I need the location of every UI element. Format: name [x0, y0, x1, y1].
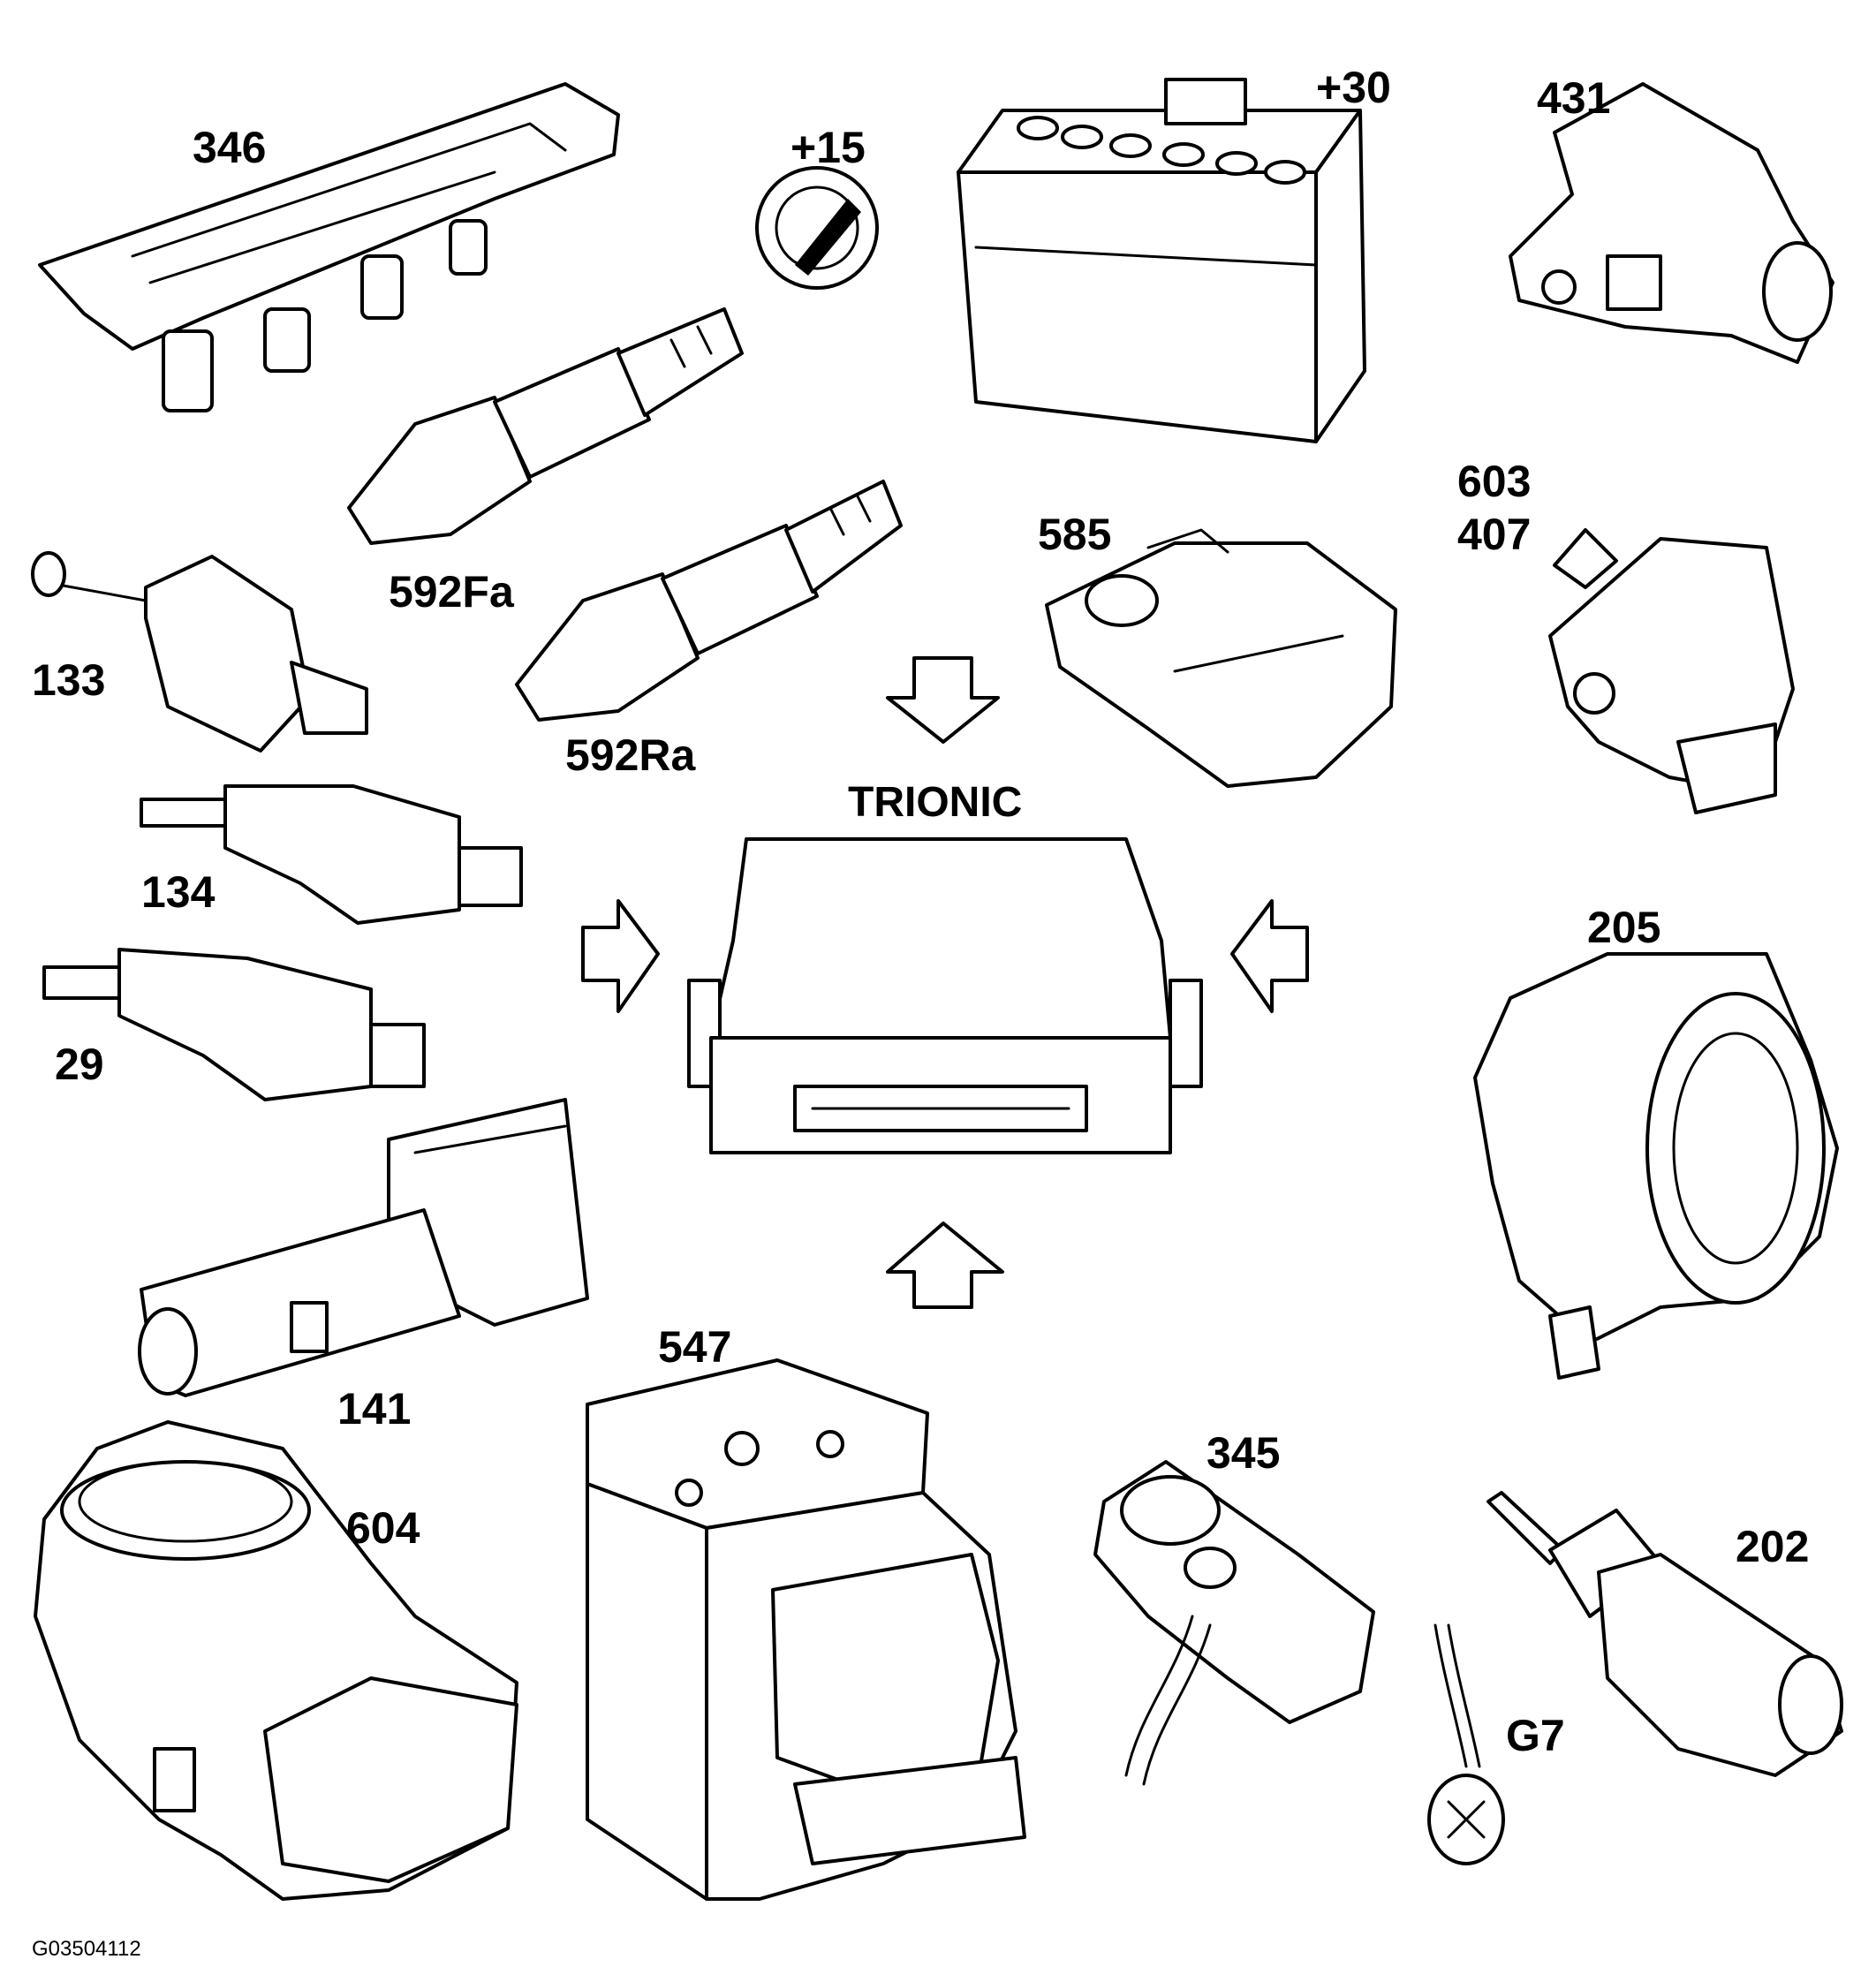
ground-point-icon [1427, 1623, 1505, 1865]
ignition-cassette-icon [38, 82, 620, 412]
component-label-585: 585 [1038, 510, 1112, 559]
figure-reference-code: G03504112 [32, 1937, 141, 1961]
ignition-switch-icon [755, 166, 879, 290]
battery-icon [957, 78, 1366, 443]
throttle-position-sensor-icon [1548, 528, 1795, 814]
component-label-547: 547 [658, 1322, 732, 1372]
throttle-body-icon [34, 1420, 518, 1901]
component-label-133: 133 [32, 655, 106, 705]
component-label-431: 431 [1537, 73, 1611, 123]
component-label-29: 29 [55, 1040, 104, 1089]
component-label-407: 407 [1457, 510, 1532, 559]
component-label-346: 346 [193, 123, 267, 172]
component-label-134: 134 [141, 867, 216, 917]
ecu-label: TRIONIC [848, 779, 1023, 826]
abs-control-unit-icon [586, 1358, 1026, 1901]
arrow-left-icon [581, 899, 660, 1013]
cruise-control-stalk-icon [138, 1098, 589, 1397]
component-label-202: 202 [1736, 1522, 1810, 1571]
oxygen-sensor-rear-icon [515, 480, 903, 722]
component-label-plus15: +15 [790, 123, 866, 172]
crankshaft-sensor-icon [1093, 1460, 1375, 1786]
brake-light-switch-icon [31, 551, 368, 753]
arrow-top-icon [886, 656, 1000, 744]
map-sensor-icon [1045, 528, 1397, 788]
coolant-temp-sensor-icon [1486, 1491, 1843, 1777]
component-label-603: 603 [1457, 457, 1532, 506]
mass-air-flow-icon [1473, 952, 1839, 1380]
component-label-592fa: 592Fa [389, 567, 514, 617]
arrow-right-icon [1230, 899, 1309, 1013]
arrow-bottom-icon [886, 1222, 1004, 1309]
pressure-sensor-icon [1509, 82, 1834, 364]
component-label-205: 205 [1587, 903, 1661, 952]
component-label-141: 141 [337, 1384, 412, 1434]
oxygen-sensor-front-icon [347, 307, 744, 545]
component-label-plus30: +30 [1316, 63, 1391, 112]
component-label-604: 604 [346, 1503, 420, 1553]
brake-pedal-switch-icon [42, 948, 426, 1101]
component-label-592ra: 592Ra [565, 730, 696, 780]
ecu-icon [687, 837, 1203, 1154]
clutch-pedal-switch-icon [140, 784, 523, 925]
component-label-g7: G7 [1506, 1711, 1565, 1760]
component-label-345: 345 [1207, 1428, 1281, 1478]
